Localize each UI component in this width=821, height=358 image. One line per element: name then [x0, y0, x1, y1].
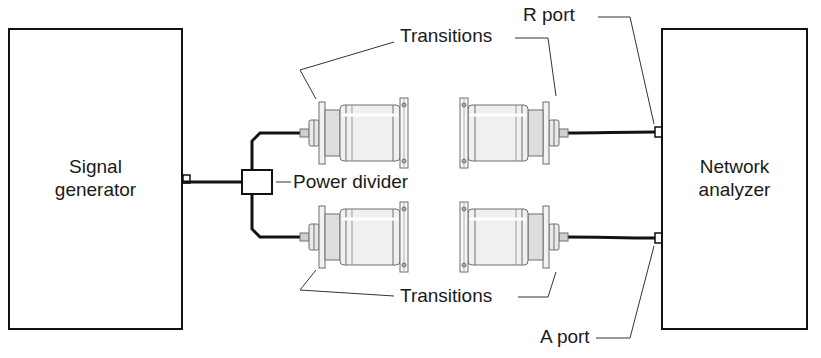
box-label: Signal generator	[40, 156, 152, 202]
instrument-box: Signal generator	[8, 28, 183, 330]
cable	[252, 133, 301, 169]
waveguide-transition	[460, 98, 568, 168]
part-label: Transitions	[398, 285, 494, 308]
waveguide-transition	[460, 202, 568, 272]
part-label: Transitions	[398, 25, 494, 48]
leader-line	[276, 182, 291, 183]
leader-line	[515, 38, 556, 96]
leader-line	[300, 270, 394, 296]
cable	[252, 195, 301, 237]
waveguide-transition	[300, 98, 408, 168]
leader-line	[598, 17, 654, 124]
waveguide-transition	[300, 202, 408, 272]
leader-line	[300, 42, 394, 99]
power-divider: Power divider	[241, 169, 273, 195]
cable	[183, 181, 241, 184]
box-label: Power divider	[293, 171, 408, 194]
port-label: R port	[521, 4, 577, 27]
box-label: Network analyzer	[679, 156, 791, 202]
port-label: A port	[538, 326, 592, 349]
leader-line	[596, 246, 654, 338]
cable	[567, 237, 655, 238]
cable	[567, 132, 655, 133]
leader-line	[518, 272, 556, 297]
instrument-box: Network analyzer	[661, 28, 808, 330]
